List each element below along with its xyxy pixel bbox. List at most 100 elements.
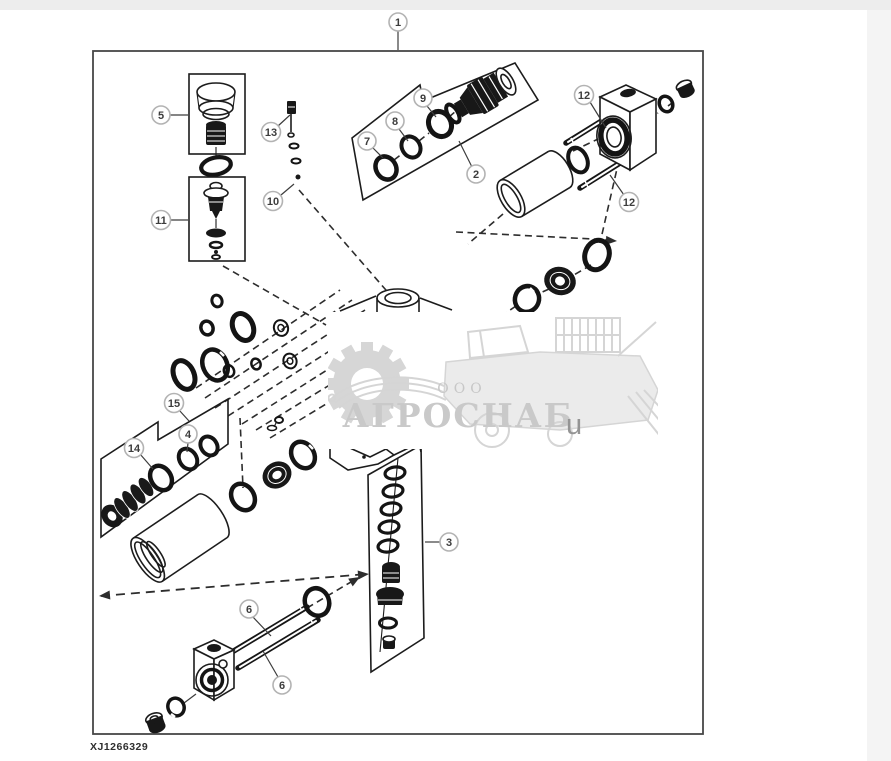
figure-code: XJ1266329 bbox=[90, 741, 148, 753]
front-wheel bbox=[474, 412, 510, 448]
callout-number: 12 bbox=[623, 197, 635, 209]
dash-line bbox=[239, 417, 244, 489]
callout-9: 9 bbox=[413, 88, 433, 108]
fitting-cone bbox=[459, 87, 483, 115]
o-ring bbox=[582, 237, 612, 273]
dash-line bbox=[455, 231, 613, 241]
callout-number: 14 bbox=[128, 443, 141, 455]
detail-line bbox=[196, 92, 200, 109]
o-ring bbox=[170, 358, 198, 392]
callout-number: 2 bbox=[473, 169, 479, 181]
bolt-hole bbox=[362, 455, 366, 459]
gear-tooth bbox=[340, 344, 357, 360]
plug-body bbox=[206, 125, 226, 145]
snap-ring bbox=[166, 696, 186, 718]
detail-line bbox=[132, 493, 199, 539]
detail-line bbox=[584, 180, 589, 188]
diagram-frame bbox=[92, 50, 704, 735]
bracket-assembly-12 bbox=[563, 79, 695, 191]
o-ring bbox=[199, 319, 215, 337]
snap-ring bbox=[200, 347, 230, 383]
poppet-flange bbox=[203, 187, 229, 199]
cartridge-body bbox=[382, 567, 400, 583]
o-ring bbox=[228, 481, 258, 513]
dash-line bbox=[241, 329, 391, 425]
washer bbox=[210, 293, 224, 309]
detail-line bbox=[419, 297, 453, 311]
callout-number: 8 bbox=[392, 116, 398, 128]
end-plug bbox=[144, 712, 166, 734]
callout-number: 7 bbox=[364, 136, 370, 148]
detail-line bbox=[488, 76, 503, 100]
cap-top bbox=[196, 82, 236, 102]
leader-line bbox=[262, 650, 279, 678]
seal-kit-panel-2 bbox=[351, 62, 540, 202]
washer bbox=[288, 142, 300, 150]
dash-line bbox=[222, 265, 327, 326]
valve-block-assembly-6 bbox=[144, 585, 332, 734]
plug-base bbox=[149, 722, 166, 734]
o-ring bbox=[198, 434, 220, 458]
gear-tooth bbox=[361, 342, 373, 352]
watermark-brand: АГРОСНАБ bbox=[342, 396, 574, 435]
dash-arrowhead bbox=[348, 577, 360, 587]
detail-line bbox=[107, 511, 117, 521]
dash-line bbox=[393, 152, 404, 161]
callout-number: 12 bbox=[578, 90, 590, 102]
poppet-cone bbox=[212, 211, 220, 219]
callout-14: 14 bbox=[123, 437, 145, 459]
cab bbox=[466, 324, 530, 360]
rear-wheel bbox=[547, 421, 573, 447]
callout-leaders bbox=[139, 31, 625, 678]
o-ring-9 bbox=[425, 108, 455, 140]
kit-panel-outline bbox=[351, 62, 540, 202]
dash-line bbox=[298, 189, 393, 298]
spring-leaf bbox=[331, 376, 453, 399]
o-ring bbox=[383, 465, 407, 481]
callout-4: 4 bbox=[178, 424, 198, 444]
nut-bore bbox=[286, 357, 294, 365]
o-ring-4 bbox=[176, 446, 200, 472]
dash-line bbox=[204, 299, 353, 399]
body-port-bore bbox=[384, 291, 412, 305]
leader-line bbox=[398, 128, 409, 142]
dash-line bbox=[418, 132, 430, 142]
o-ring bbox=[229, 311, 257, 343]
o-ring bbox=[302, 585, 332, 619]
o-ring-14 bbox=[147, 463, 175, 493]
ball bbox=[214, 250, 218, 254]
small-washer bbox=[266, 424, 278, 432]
leader-line bbox=[589, 101, 607, 129]
detail-line bbox=[521, 186, 571, 218]
detail-line bbox=[308, 444, 314, 450]
detail-line bbox=[499, 150, 549, 182]
callout-number: 5 bbox=[158, 110, 164, 122]
cylinder-inner-coil bbox=[133, 541, 162, 579]
o-ring bbox=[381, 483, 405, 499]
wheel-hub bbox=[485, 423, 499, 437]
bore-seal-ring bbox=[598, 117, 630, 157]
leader-line bbox=[178, 409, 190, 422]
spring-leaf bbox=[334, 382, 450, 404]
kit-panel-outline bbox=[367, 443, 425, 674]
cylinder-inner-coil bbox=[139, 540, 164, 574]
watermark-art: ООО АГРОСНАБ u bbox=[328, 317, 658, 448]
right-gutter bbox=[867, 0, 891, 761]
callouts: 1 2 3 4 5 6 6 7 8 9 10 11 12 12 13 14 15 bbox=[123, 12, 640, 695]
grain-tank-grid bbox=[556, 318, 620, 352]
detail-line bbox=[239, 620, 317, 668]
watermark-domain-suffix: u bbox=[566, 409, 582, 441]
callout-number: 15 bbox=[168, 398, 180, 410]
leader-line bbox=[277, 114, 291, 127]
c-clip bbox=[222, 363, 236, 379]
leader-line bbox=[251, 615, 272, 637]
dash-line bbox=[537, 288, 550, 295]
callout-6-upper: 6 bbox=[239, 599, 259, 619]
gear-tooth bbox=[391, 394, 407, 411]
bracket-side-face bbox=[629, 97, 657, 172]
fitting-end-bore bbox=[500, 73, 512, 90]
small-bolt bbox=[274, 416, 284, 424]
callout-number: 13 bbox=[265, 127, 277, 139]
callout-number: 6 bbox=[279, 680, 285, 692]
hex-nut bbox=[282, 352, 298, 370]
